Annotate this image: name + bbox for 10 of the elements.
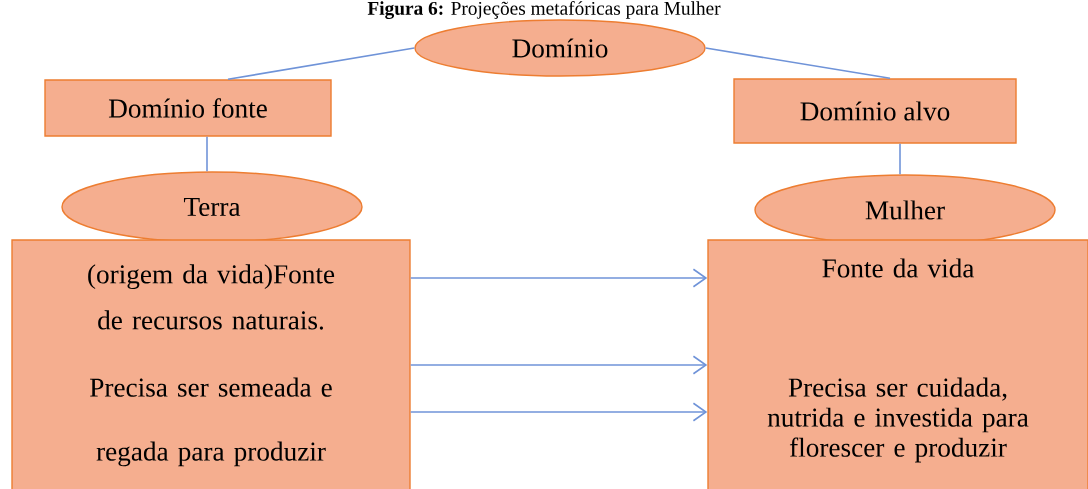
process-box: Domínio alvo	[733, 78, 1017, 144]
arrow	[409, 402, 708, 422]
arrow	[409, 268, 708, 288]
connector-line	[899, 142, 901, 176]
connector-line	[227, 47, 416, 81]
process-box: Domínio fonte	[44, 79, 332, 137]
figure-title: Figura 6: Projeções metafóricas para Mulher	[367, 1, 721, 19]
arrow	[409, 355, 708, 375]
connector-line	[206, 135, 208, 173]
connector-line	[704, 47, 891, 80]
